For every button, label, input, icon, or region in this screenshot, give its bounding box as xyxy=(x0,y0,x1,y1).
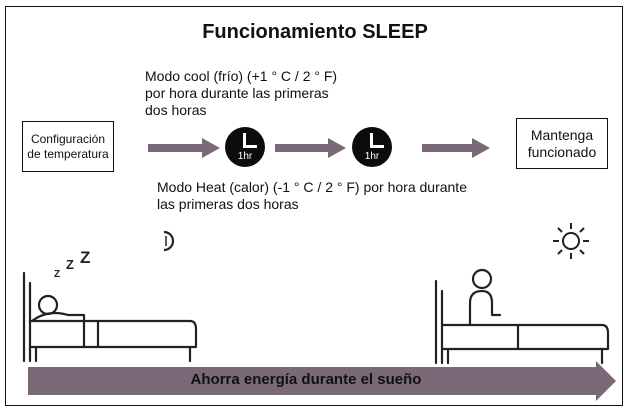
sleep-z-medium: Z xyxy=(66,257,74,272)
clock-2-label: 1hr xyxy=(364,151,380,162)
keep-running-box: Mantenga funcionado xyxy=(516,118,608,169)
sun-icon xyxy=(553,223,589,259)
diagram-title: Funcionamiento SLEEP xyxy=(202,21,428,43)
energy-saving-banner xyxy=(28,361,616,401)
clock-icon: 1hr xyxy=(352,127,392,167)
clock-icon: 1hr xyxy=(225,127,265,167)
cool-line-1: Modo cool (frío) (+1 ° C / 2 ° F) xyxy=(145,68,338,84)
heat-mode-description: Modo Heat (calor) (-1 ° C / 2 ° F) por h… xyxy=(157,179,537,213)
config-line-2: de temperatura xyxy=(27,146,109,161)
cool-mode-description: Modo cool (frío) (+1 ° C / 2 ° F) por ho… xyxy=(145,68,445,119)
flow-arrow-3 xyxy=(422,138,490,158)
keep-line-1: Mantenga xyxy=(530,126,594,143)
cool-line-2: por hora durante las primeras xyxy=(145,85,329,101)
banner-label: Ahorra energía durante el sueño xyxy=(190,371,422,388)
heat-line-2: las primeras dos horas xyxy=(157,196,299,212)
keep-line-2: funcionado xyxy=(527,143,597,160)
flow-arrow-2 xyxy=(275,138,346,158)
sleeping-person-icon: Z Z Z xyxy=(22,248,198,363)
sleep-z-small: Z xyxy=(54,269,60,280)
config-line-1: Configuración xyxy=(30,131,106,146)
moon-icon xyxy=(163,230,175,252)
clock-1-label: 1hr xyxy=(237,151,253,162)
temperature-setting-box: Configuración de temperatura xyxy=(22,121,114,172)
flow-arrows xyxy=(148,138,490,158)
waking-person-icon xyxy=(434,268,610,365)
heat-line-1: Modo Heat (calor) (-1 ° C / 2 ° F) por h… xyxy=(157,179,467,195)
diagram-frame: Funcionamiento SLEEP Modo cool (frío) (+… xyxy=(5,6,623,406)
sleep-z-large: Z xyxy=(80,248,90,267)
cool-line-3: dos horas xyxy=(145,102,207,118)
flow-arrow-1 xyxy=(148,138,220,158)
